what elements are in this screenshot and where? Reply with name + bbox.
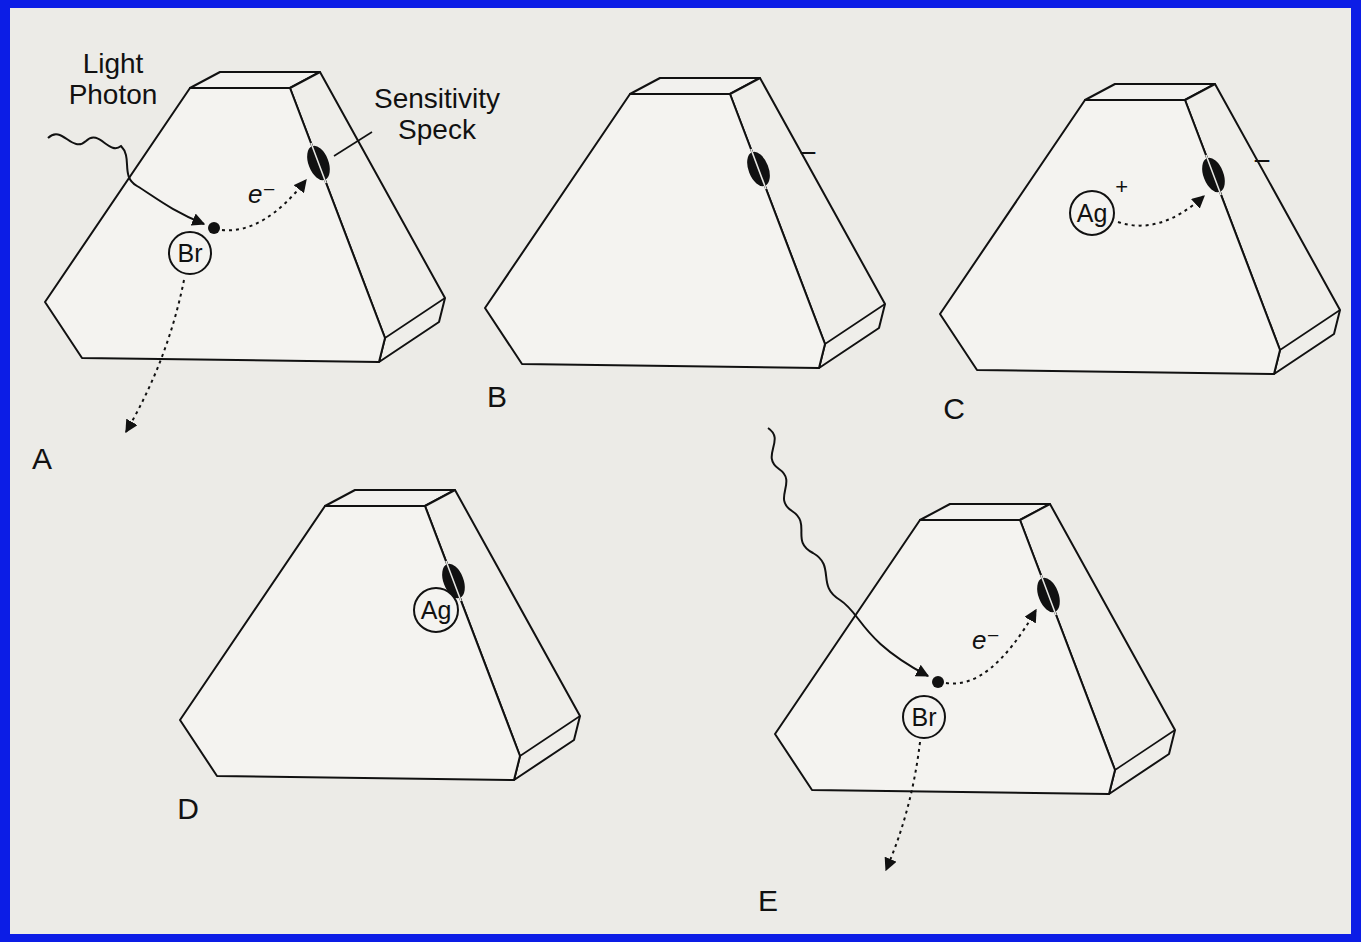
electron-label: e⁻ xyxy=(248,180,276,209)
leader-line xyxy=(334,132,372,156)
silver-atom: Ag xyxy=(413,587,460,634)
silver-ion: Ag+ xyxy=(1069,190,1116,237)
bromine-atom: Br xyxy=(902,695,946,739)
bromine-path xyxy=(126,280,184,432)
electron-dot xyxy=(208,222,220,234)
panel-letter: E xyxy=(758,884,778,917)
atom-symbol: Br xyxy=(912,703,937,732)
atom-symbol: Ag xyxy=(421,596,452,625)
crystal-b xyxy=(485,78,885,368)
electron-path xyxy=(946,610,1036,684)
electron-path xyxy=(222,180,306,230)
atom-symbol: Br xyxy=(178,239,203,268)
panel-letter: C xyxy=(943,392,965,425)
charge-sign: − xyxy=(1253,144,1271,177)
electron-label: e⁻ xyxy=(972,626,1000,655)
bromine-path xyxy=(886,742,920,870)
caption-label: Sensitivity Speck xyxy=(350,84,525,146)
crystal-c xyxy=(940,84,1340,374)
photon-wave xyxy=(768,428,928,676)
panel-letter: A xyxy=(32,442,52,475)
panel-letter: D xyxy=(177,792,199,825)
caption-label: Light Photon xyxy=(48,49,178,111)
silver-ion-path xyxy=(1118,196,1204,226)
crystal-a xyxy=(45,72,445,362)
charge-sign: − xyxy=(799,136,817,169)
charge-sign: + xyxy=(1115,174,1128,200)
panel-letter: B xyxy=(487,380,507,413)
bromine-atom: Br xyxy=(168,231,212,275)
photon-wave xyxy=(48,134,204,224)
crystal-e xyxy=(775,504,1175,794)
crystal-d xyxy=(180,490,580,780)
atom-symbol: Ag xyxy=(1077,199,1108,228)
electron-dot xyxy=(932,676,944,688)
